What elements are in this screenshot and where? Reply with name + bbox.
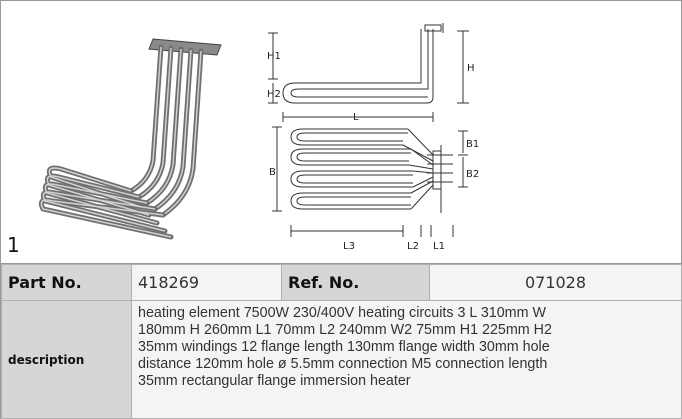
description-label: description	[1, 300, 132, 419]
ref-no-value: 071028	[429, 264, 682, 301]
description-line: 35mm rectangular flange immersion heater	[138, 373, 411, 389]
dim-label-l3: L3	[343, 241, 355, 252]
dim-label-l: L	[353, 112, 359, 123]
description-line: 180mm H 260mm L1 70mm L2 240mm W2 75mm H…	[138, 322, 552, 338]
dim-label-l1: L1	[433, 241, 445, 252]
technical-drawing: H1 H2 H L B B1 B2 L3 L2 L1	[267, 23, 479, 252]
heating-element-photo	[38, 38, 222, 240]
dim-label-b1: B1	[466, 139, 479, 150]
description-row: description heating element 7500W 230/40…	[1, 300, 682, 419]
description-line: 35mm windings 12 flange length 130mm fla…	[138, 339, 550, 355]
part-no-label: Part No.	[1, 264, 132, 301]
dim-label-l2: L2	[407, 241, 419, 252]
description-line: heating element 7500W 230/400V heating c…	[138, 305, 546, 321]
description-text: heating element 7500W 230/400V heating c…	[131, 300, 682, 419]
product-info-table: Part No. 418269 Ref. No. 071028 descript…	[1, 264, 682, 419]
figure-number: 1	[7, 233, 20, 257]
ref-no-label: Ref. No.	[281, 264, 430, 301]
description-line: distance 120mm hole ø 5.5mm connection M…	[138, 356, 548, 372]
dim-label-b: B	[269, 167, 276, 178]
dim-label-h1: H1	[267, 51, 281, 62]
part-no-value: 418269	[131, 264, 282, 301]
dim-label-h2: H2	[267, 89, 281, 100]
dim-label-b2: B2	[466, 169, 479, 180]
product-image-area: H1 H2 H L B B1 B2 L3 L2 L1 1	[1, 1, 681, 264]
part-row: Part No. 418269 Ref. No. 071028	[1, 264, 682, 301]
dim-label-h: H	[467, 63, 475, 74]
